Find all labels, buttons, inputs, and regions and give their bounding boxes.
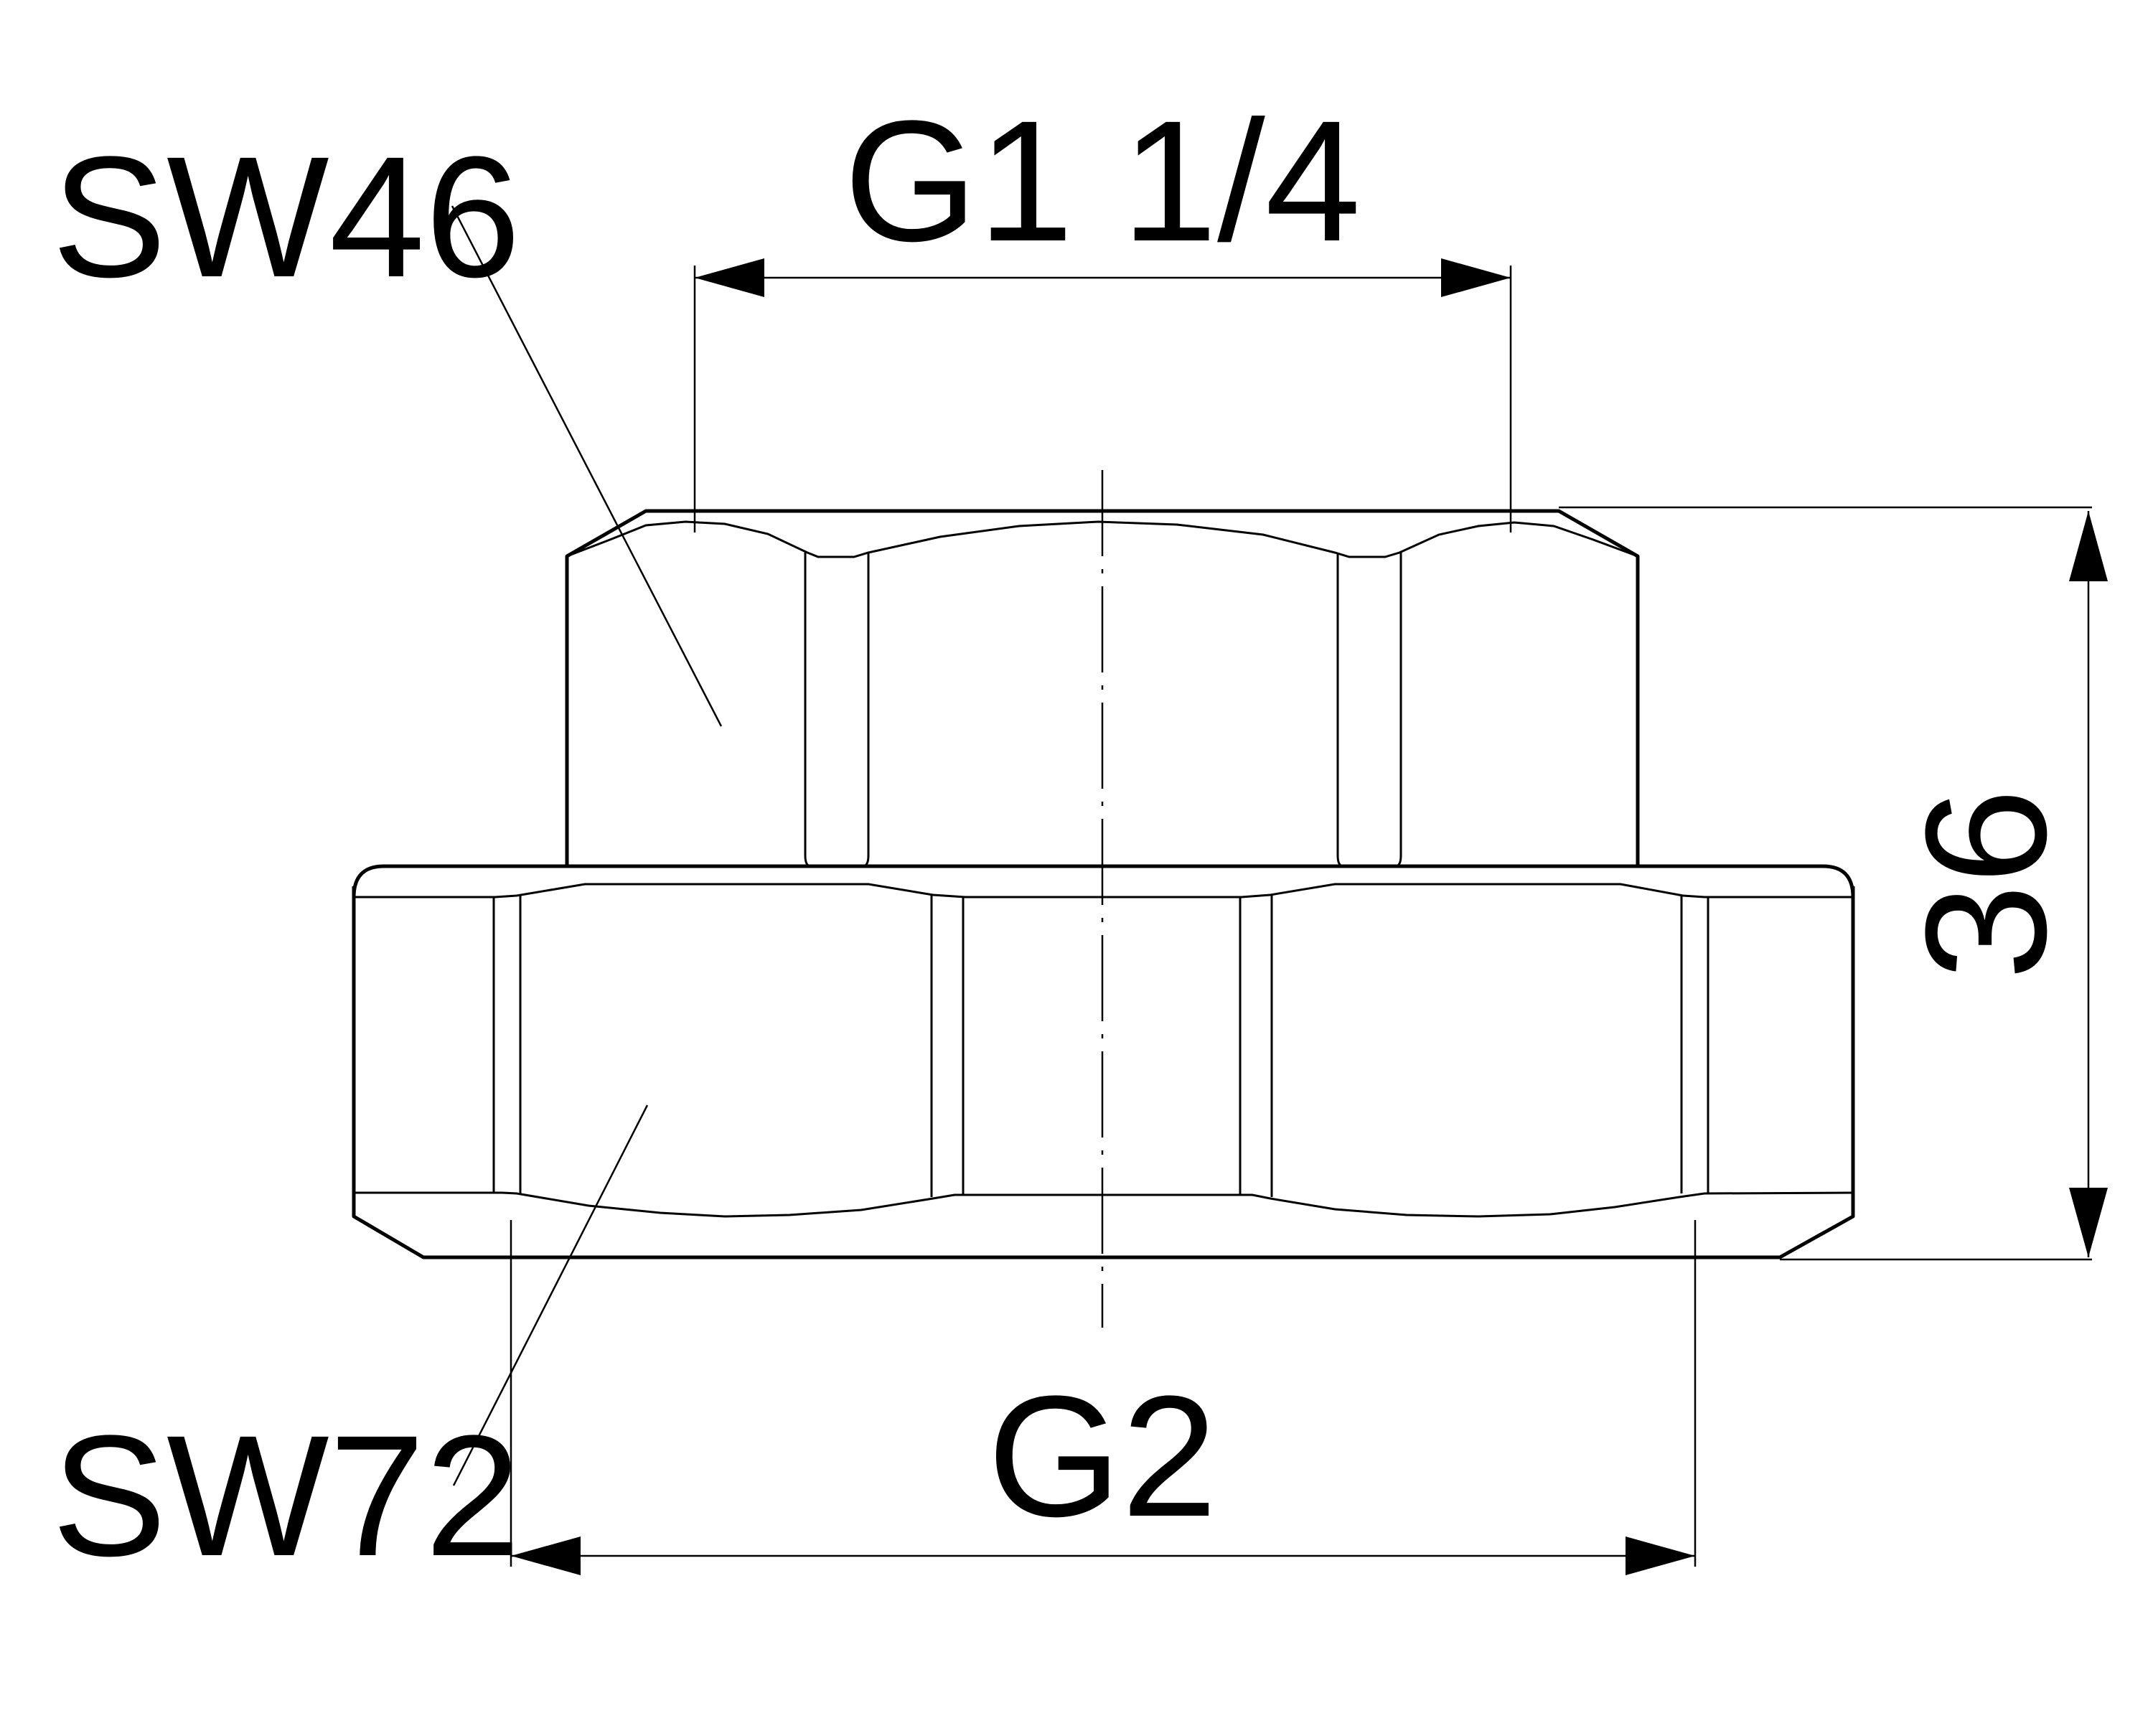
lower-hex-shoulder: [352, 864, 1855, 898]
top-thread-dimension: [693, 258, 1512, 532]
bottom-thread-label: G2: [988, 1360, 1217, 1552]
upper-hex-flat-edge-2: [863, 553, 870, 868]
upper-hex-flat-edge-1: [804, 553, 810, 868]
bottom-arrow-right: [1626, 1536, 1695, 1575]
bottom-arrow-left: [511, 1536, 581, 1575]
lower-hex-upper-edge: [354, 883, 1853, 899]
top-arrow-left: [695, 258, 764, 297]
upper-hex-chamfer-curve: [566, 520, 1638, 558]
sw72-label: SW72: [52, 1399, 521, 1592]
bottom-thread-dimension: [510, 1220, 1697, 1575]
height-dimension: [1559, 506, 2108, 1261]
top-arrow-right: [1441, 258, 1511, 297]
height-arrow-bottom: [2069, 1188, 2108, 1257]
lower-hex-body: [352, 864, 1855, 1259]
top-thread-label: G1 1/4: [844, 85, 1361, 277]
upper-hex-flat-edge-3: [1336, 553, 1343, 868]
lower-hex-outline: [352, 886, 1855, 1259]
sw46-label: SW46: [52, 121, 521, 313]
height-arrow-top: [2069, 511, 2108, 581]
height-label: 36: [1890, 789, 2082, 980]
lower-hex-lower-edge: [354, 1191, 1854, 1218]
sw72-leader-line: [452, 1104, 649, 1486]
upper-hex-flat-edge-4: [1396, 553, 1402, 868]
sw46-leader-line: [451, 205, 723, 727]
